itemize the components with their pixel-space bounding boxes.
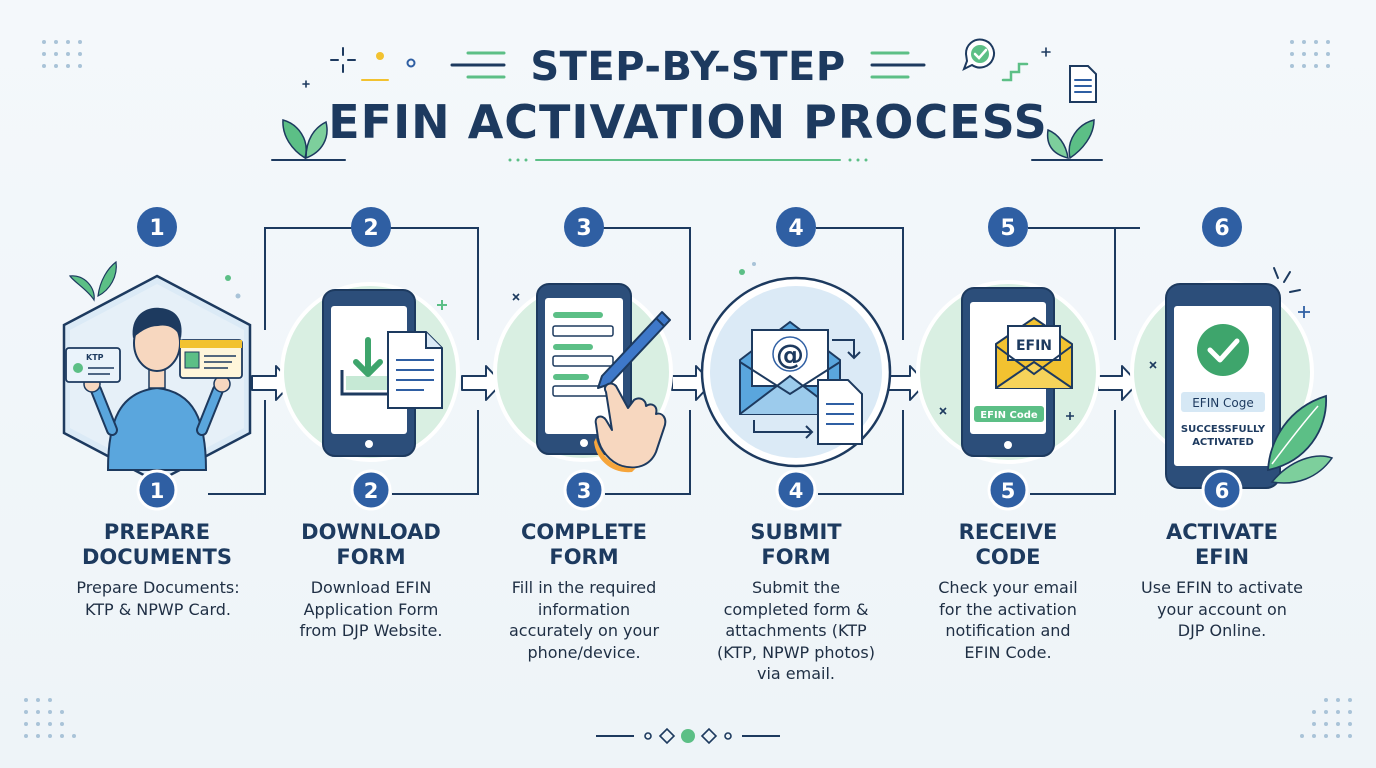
step-5-badge-bottom: 5: [987, 469, 1029, 511]
connector-lines: [208, 227, 1140, 495]
ktp-badge: KTP: [86, 353, 104, 362]
svg-text:6: 6: [1215, 479, 1230, 503]
document-icon: [387, 331, 443, 409]
chat-check-icon: [962, 38, 995, 72]
svg-text:3: 3: [576, 216, 591, 241]
step-1-badge-bottom: 1: [136, 469, 178, 511]
step-1-description: Prepare Documents:KTP & NPWP Card.: [76, 578, 240, 619]
svg-text:6: 6: [1214, 216, 1229, 241]
checkmark-icon: [1197, 324, 1249, 376]
step-4-badge-bottom: 4: [775, 469, 817, 511]
svg-text:1: 1: [150, 479, 165, 503]
header-decor: [24, 38, 1352, 738]
svg-text:2: 2: [363, 216, 378, 241]
dot-yellow: [376, 52, 384, 60]
npwp-card-icon: [179, 339, 243, 379]
step-3-badge-top: 3: [564, 207, 604, 247]
top-badges: 1 2 3 4 5 6: [137, 207, 1242, 247]
envelope-label: EFIN: [1016, 338, 1052, 354]
step-3-illustration: [493, 282, 673, 473]
step-4-illustration: @: [700, 262, 892, 468]
step-6-illustration: EFIN Coge SUCCESSFULLY ACTIVATED: [1130, 267, 1334, 489]
step-4-badge-top: 4: [776, 207, 816, 247]
leaf-icon-left: [271, 119, 346, 161]
page-title-line-2: EFIN ACTIVATION PROCESS: [328, 95, 1048, 149]
efin-code-label: EFIN Code: [980, 410, 1038, 421]
svg-text:1: 1: [149, 216, 164, 241]
step-3-badge-bottom: 3: [563, 469, 605, 511]
step-2-badge-bottom: 2: [350, 469, 392, 511]
plant-icon: [68, 260, 117, 302]
step-2-badge-top: 2: [351, 207, 391, 247]
dot-grid-left: [42, 40, 82, 68]
svg-text:4: 4: [789, 479, 804, 503]
step-5-badge-top: 5: [988, 207, 1028, 247]
svg-text:5: 5: [1001, 479, 1016, 503]
dot-grid-bottom-right: [1300, 698, 1352, 738]
arrow-5: [1097, 365, 1139, 401]
efin-code-field: EFIN Coge: [1192, 396, 1254, 410]
step-1-badge-top: 1: [137, 207, 177, 247]
svg-text:3: 3: [577, 479, 592, 503]
arrow-4: [885, 365, 927, 401]
leaf-icon-right: [1031, 119, 1103, 161]
step-1-illustration: KTP: [62, 260, 252, 484]
step-5-illustration: EFIN EFIN Code: [916, 280, 1100, 464]
footer-ornament: [596, 727, 780, 745]
title-lines-left: [450, 51, 506, 79]
step-2-illustration: [280, 282, 460, 462]
status-line-1: SUCCESSFULLY: [1181, 424, 1266, 435]
at-symbol: @: [776, 338, 804, 371]
dot-grid-bottom-left: [24, 698, 76, 738]
document-icon: [1069, 65, 1097, 103]
sparkle-icon: [330, 47, 356, 73]
status-line-2: ACTIVATED: [1192, 437, 1254, 448]
attachment-document-icon: [817, 379, 863, 445]
svg-text:4: 4: [788, 216, 803, 241]
bottom-badges: 1 2 3 4 5 6: [136, 469, 1243, 511]
envelope-icon: EFIN: [995, 316, 1073, 389]
hand-pointer-icon: [594, 382, 667, 473]
dot-grid-right: [1290, 40, 1330, 68]
svg-text:2: 2: [364, 479, 379, 503]
step-6-badge-bottom: 6: [1201, 469, 1243, 511]
id-card-icon: KTP: [65, 347, 121, 383]
arrow-2: [461, 365, 503, 401]
leaf-icon: [1267, 394, 1334, 484]
title-lines-right: [870, 51, 926, 79]
pen-icon: [597, 311, 671, 389]
svg-text:5: 5: [1000, 216, 1015, 241]
page-title-line-1: STEP-BY-STEP: [530, 44, 846, 90]
step-6-badge-top: 6: [1202, 207, 1242, 247]
title-underline: [508, 158, 868, 162]
email-icon: @: [739, 320, 841, 415]
